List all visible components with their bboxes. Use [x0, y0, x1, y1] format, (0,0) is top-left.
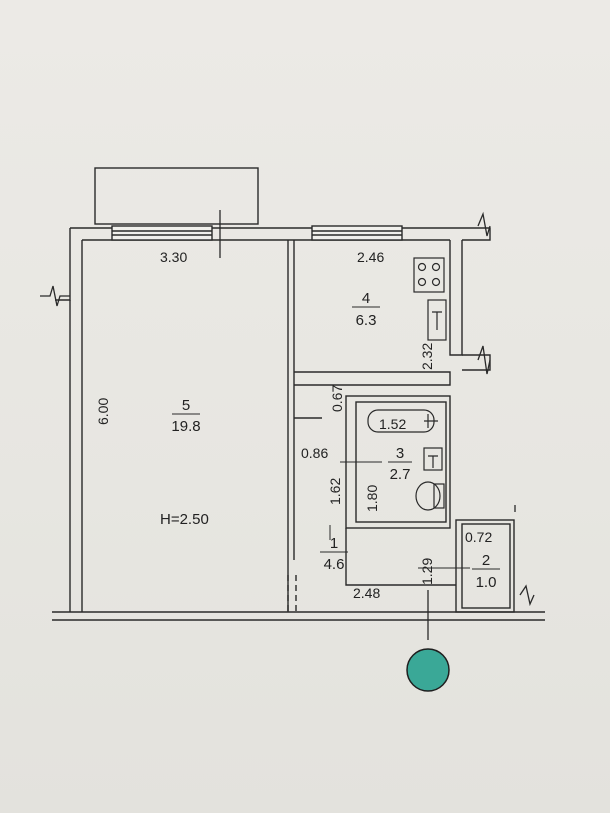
dim-hall-a: 0.67: [329, 385, 345, 412]
toilet-tank-icon: [433, 483, 445, 509]
dimension-lines: [329, 461, 470, 569]
dim-hall-width: 2.48: [353, 585, 380, 601]
dim-hall-c: 1.62: [327, 478, 343, 505]
top-outer-wall: [70, 227, 491, 241]
bath-fixtures: [367, 409, 445, 511]
stove-icon: [413, 257, 445, 293]
dim-bath-length: 1.80: [364, 485, 380, 512]
balcony: [94, 167, 259, 225]
break-marks: [40, 210, 535, 640]
hall-wall: [345, 528, 456, 586]
room3-number: 3: [396, 445, 404, 462]
break-mark-top-right: [477, 211, 491, 237]
kitchen-fixtures: [413, 257, 447, 341]
left-top-wall: [55, 228, 71, 301]
bath-tap-icon: [424, 414, 438, 428]
dim-room4-length: 2.32: [419, 343, 435, 370]
room5-area: 19.8: [171, 418, 200, 435]
washbasin-icon: [423, 447, 443, 471]
basin-tap-icon: [428, 455, 438, 468]
room5-number: 5: [182, 397, 190, 414]
break-mark-bottom-right: [519, 584, 535, 607]
burner-icon: [417, 262, 427, 272]
dim-room5-length: 6.00: [95, 398, 111, 425]
break-mark-left: [40, 285, 70, 307]
window-room4: [311, 225, 403, 241]
tap-icon: [432, 311, 442, 330]
dim-hall-d: 1.29: [419, 558, 435, 585]
room3-area: 2.7: [390, 466, 411, 483]
room4-number: 4: [362, 290, 370, 307]
burner-icon: [431, 277, 441, 287]
dim-room4-width: 2.46: [357, 249, 384, 265]
toilet-icon: [415, 481, 441, 511]
stamp-mark: [406, 648, 450, 692]
burner-icon: [431, 262, 441, 272]
dim-closet-width: 0.72: [465, 529, 492, 545]
break-mark-mid-right: [477, 345, 491, 375]
window-room5: [111, 225, 213, 241]
room1-number: 1: [330, 535, 338, 552]
burner-icon: [417, 277, 427, 287]
room2-number: 2: [482, 552, 490, 569]
dim-hall-b: 0.86: [301, 445, 328, 461]
dim-bath-width: 1.52: [379, 416, 406, 432]
right-wall-room4: [449, 240, 463, 356]
room4-area: 6.3: [356, 312, 377, 329]
sink-icon: [427, 299, 447, 341]
dim-room5-width: 3.30: [160, 249, 187, 265]
walls-group: [52, 167, 545, 621]
room1-area: 4.6: [324, 556, 345, 573]
closet-inner: [461, 523, 511, 609]
room2-area: 1.0: [476, 574, 497, 591]
kitchen-bottom-wall: [294, 371, 451, 386]
ceiling-height: H=2.50: [160, 511, 209, 528]
